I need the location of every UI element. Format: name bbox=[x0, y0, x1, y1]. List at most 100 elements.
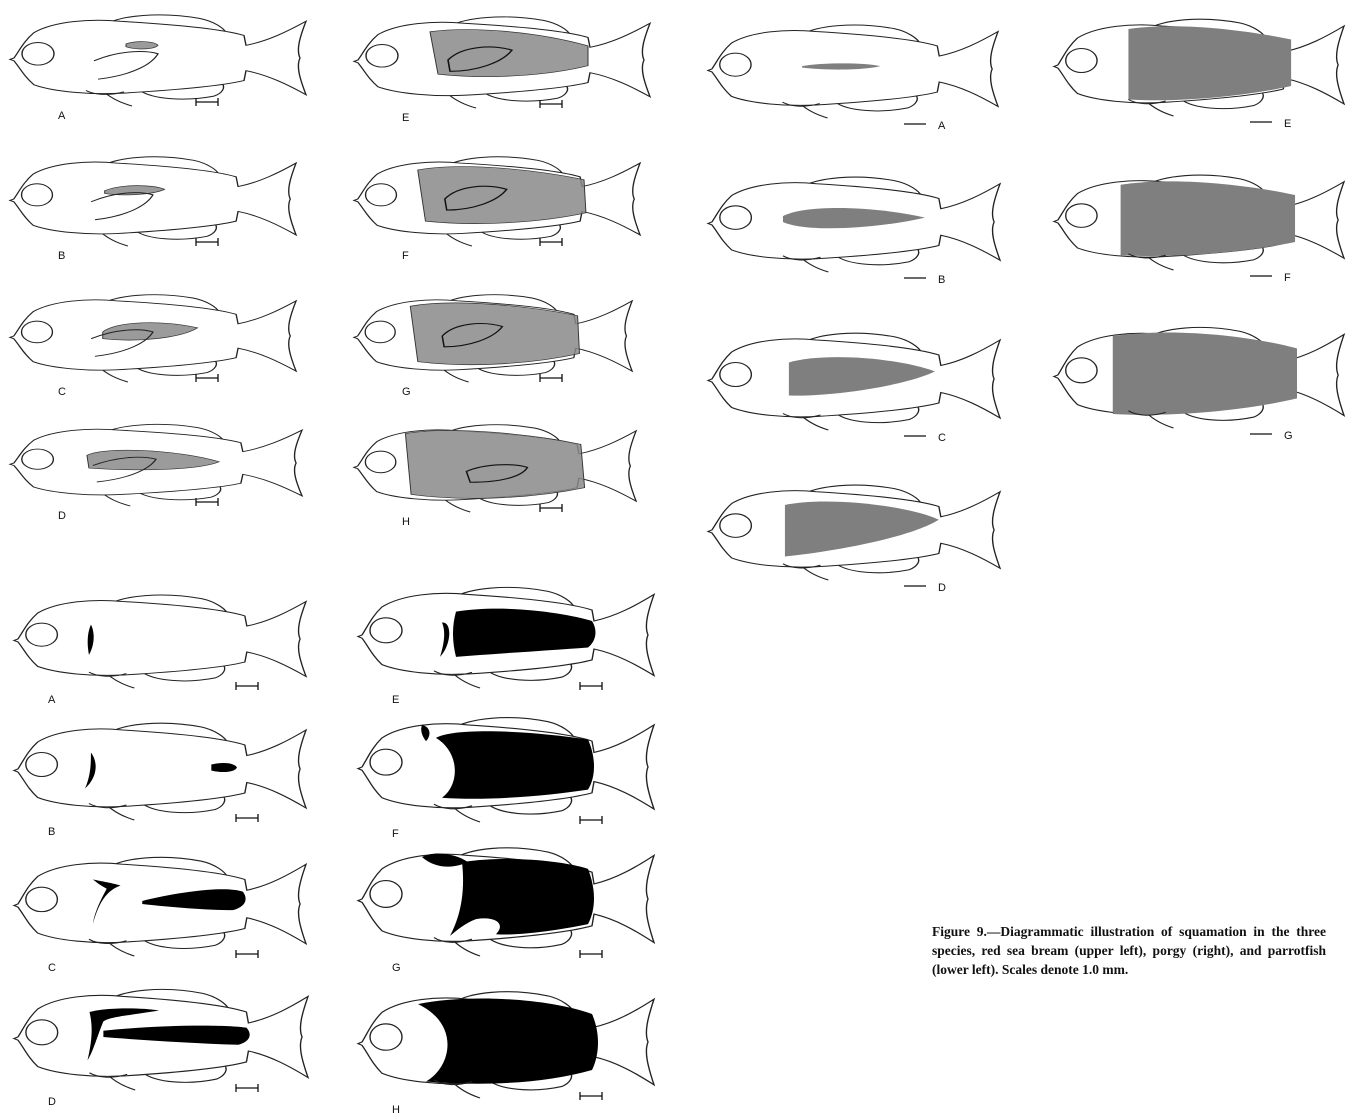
scale-bar bbox=[234, 1084, 260, 1092]
scale-coverage-area bbox=[405, 430, 584, 498]
fish-drawing bbox=[1052, 322, 1346, 428]
panel-label: E bbox=[402, 112, 410, 124]
fish-drawing bbox=[12, 984, 310, 1090]
parrotfish-panel-f: F bbox=[356, 712, 656, 822]
panel-label: D bbox=[48, 1096, 56, 1108]
fish-drawing bbox=[352, 290, 634, 382]
fish-drawing bbox=[706, 172, 1002, 272]
panel-label: B bbox=[48, 826, 56, 838]
eye bbox=[370, 881, 402, 908]
fish-drawing bbox=[12, 852, 308, 956]
fish-drawing bbox=[1052, 170, 1346, 270]
panel-label: A bbox=[938, 120, 946, 132]
scale-bar bbox=[538, 100, 564, 108]
eye bbox=[26, 887, 58, 911]
panel-label: C bbox=[48, 962, 56, 974]
red-sea-bream-panel-a: A bbox=[8, 10, 308, 106]
panel-label: H bbox=[392, 1104, 400, 1116]
eye bbox=[366, 44, 398, 67]
parrotfish-panel-h: H bbox=[356, 986, 656, 1098]
fish-drawing bbox=[1052, 14, 1346, 116]
red-sea-bream-panel-c: C bbox=[8, 290, 298, 382]
red-sea-bream-panel-d: D bbox=[8, 420, 304, 506]
eye bbox=[22, 184, 53, 206]
fish-drawing bbox=[12, 718, 308, 820]
eye bbox=[365, 451, 396, 473]
fish-drawing bbox=[352, 420, 638, 512]
scale-coverage-area bbox=[1121, 181, 1295, 256]
scale-bar bbox=[578, 950, 604, 958]
eye bbox=[1066, 49, 1097, 73]
scale-bar bbox=[902, 432, 928, 440]
eye bbox=[370, 1024, 402, 1050]
panel-label: E bbox=[1284, 118, 1292, 130]
eye bbox=[22, 321, 53, 343]
scale-coverage-area bbox=[1113, 332, 1297, 414]
eye bbox=[720, 53, 751, 76]
panel-label: G bbox=[402, 386, 411, 398]
figure-caption: Figure 9.—Diagrammatic illustration of s… bbox=[932, 922, 1326, 979]
panel-label: D bbox=[58, 510, 66, 522]
scale-bar bbox=[194, 498, 220, 506]
fish-body-outline bbox=[14, 600, 306, 676]
fish-drawing bbox=[8, 420, 304, 506]
panel-label: B bbox=[58, 250, 66, 262]
fish-drawing bbox=[706, 20, 1000, 118]
red-sea-bream-panel-e: E bbox=[352, 12, 652, 108]
scale-bar bbox=[194, 374, 220, 382]
eye bbox=[720, 363, 752, 387]
scale-bar bbox=[538, 238, 564, 246]
fish-drawing bbox=[356, 842, 656, 956]
panel-label: H bbox=[402, 516, 410, 528]
porgy-panel-e: E bbox=[1052, 14, 1346, 116]
scale-bar bbox=[234, 950, 260, 958]
porgy-panel-f: F bbox=[1052, 170, 1346, 270]
eye bbox=[720, 206, 752, 230]
eye bbox=[22, 42, 54, 65]
fish-drawing bbox=[352, 12, 652, 108]
red-sea-bream-panel-b: B bbox=[8, 152, 298, 246]
panel-label: F bbox=[392, 828, 399, 840]
eye bbox=[26, 623, 58, 646]
eye bbox=[22, 449, 54, 469]
fish-drawing bbox=[706, 328, 1002, 430]
porgy-panel-d: D bbox=[706, 480, 1002, 580]
fish-body-outline bbox=[10, 20, 306, 94]
panel-label: F bbox=[402, 250, 409, 262]
porgy-panel-a: A bbox=[706, 20, 1000, 118]
fish-drawing bbox=[8, 10, 308, 106]
porgy-panel-g: G bbox=[1052, 322, 1346, 428]
fish-drawing bbox=[356, 582, 656, 688]
parrotfish-panel-d: D bbox=[12, 984, 310, 1090]
panel-label: E bbox=[392, 694, 400, 706]
porgy-panel-c: C bbox=[706, 328, 1002, 430]
scale-bar bbox=[578, 1092, 604, 1100]
scale-coverage-area bbox=[1128, 26, 1291, 100]
eye bbox=[26, 753, 58, 777]
parrotfish-panel-b: B bbox=[12, 718, 308, 820]
scale-bar bbox=[578, 816, 604, 824]
scale-bar bbox=[538, 504, 564, 512]
eye bbox=[26, 1020, 58, 1045]
panel-label: B bbox=[938, 274, 946, 286]
scale-bar bbox=[1248, 430, 1274, 438]
fish-drawing bbox=[8, 152, 298, 246]
scale-coverage-area bbox=[436, 731, 594, 799]
scale-bar bbox=[538, 374, 564, 382]
scale-bar bbox=[902, 582, 928, 590]
fish-drawing bbox=[706, 480, 1002, 580]
parrotfish-panel-a: A bbox=[12, 590, 308, 688]
scale-coverage-area bbox=[126, 42, 158, 49]
fish-drawing bbox=[8, 290, 298, 382]
panel-label: G bbox=[1284, 430, 1293, 442]
fish-drawing bbox=[352, 152, 642, 246]
panel-label: F bbox=[1284, 272, 1291, 284]
panel-label: C bbox=[938, 432, 946, 444]
red-sea-bream-panel-f: F bbox=[352, 152, 642, 246]
parrotfish-panel-g: G bbox=[356, 842, 656, 956]
eye bbox=[370, 618, 402, 643]
scale-bar bbox=[902, 274, 928, 282]
scale-bar bbox=[194, 238, 220, 246]
eye bbox=[1066, 204, 1097, 228]
fish-drawing bbox=[12, 590, 308, 688]
